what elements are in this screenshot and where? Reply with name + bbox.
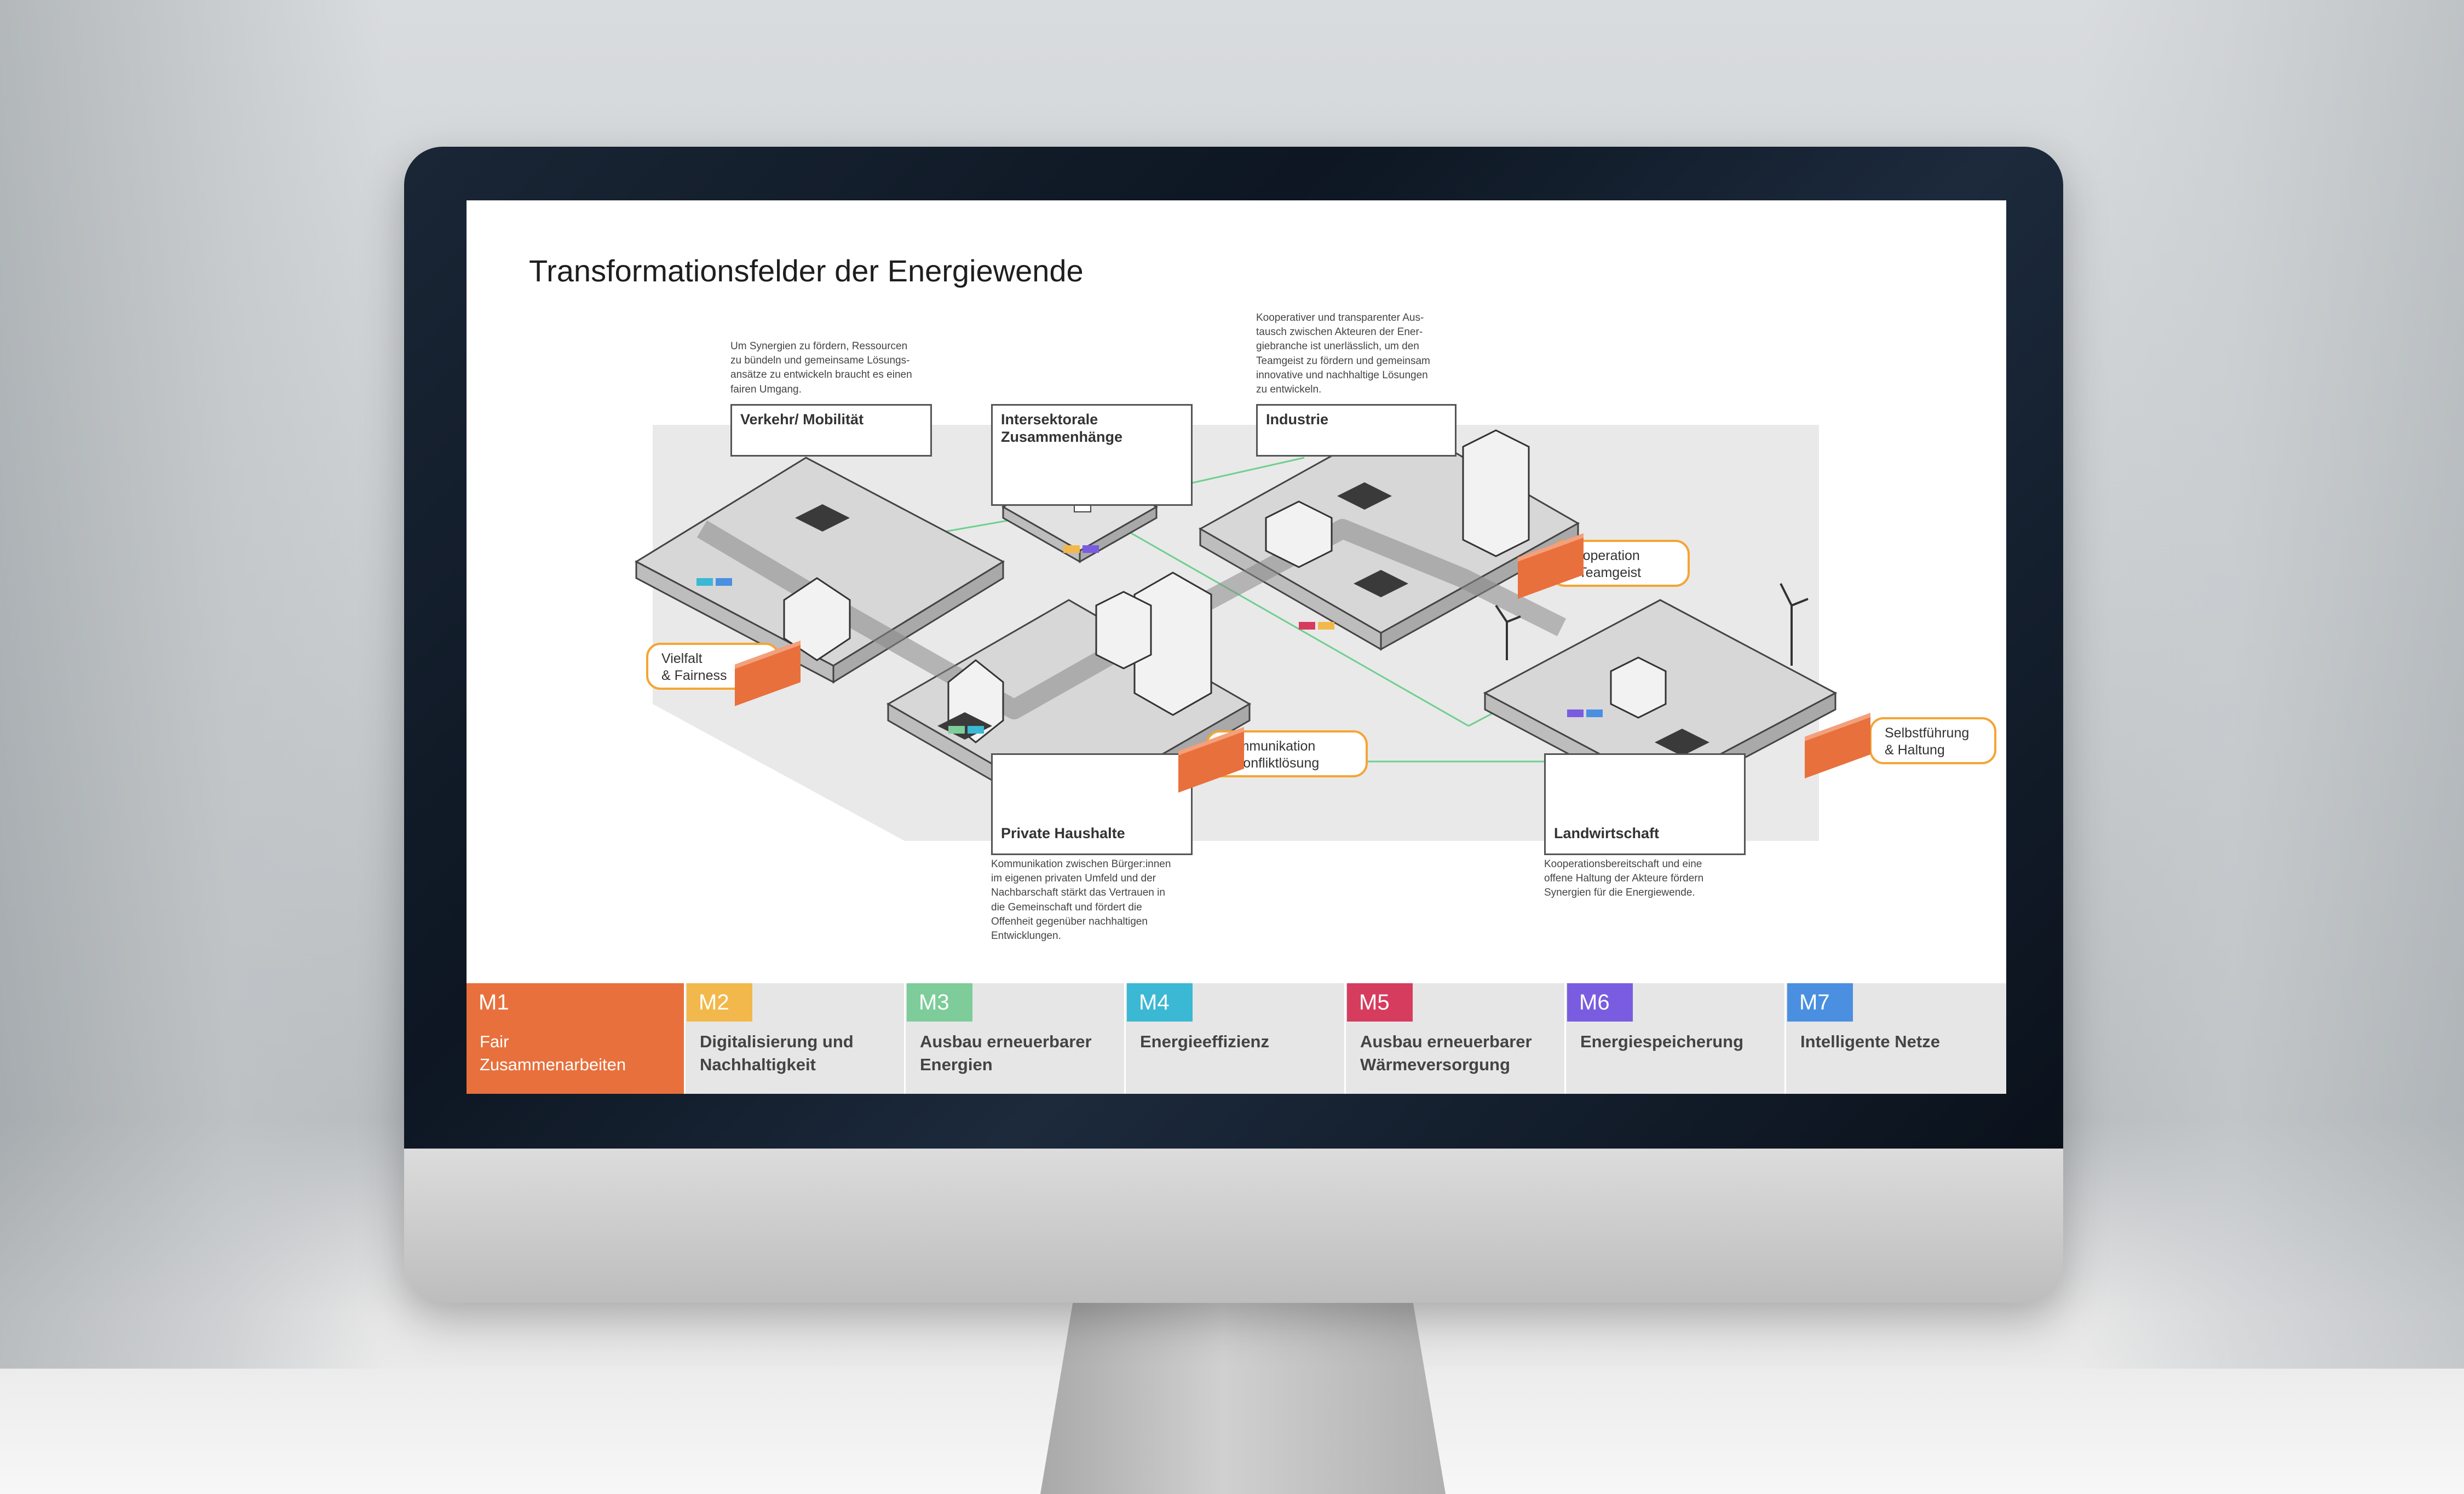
color-stripes [696,545,1603,734]
module-code-m5: M5 [1347,983,1413,1022]
module-label-m5: Ausbau erneuerbarer Wärmeversorgung [1360,1032,1532,1074]
module-bar: M1 Fair Zusammenarbeiten M2 Digitalisier… [467,983,2006,1094]
cityscape-illustration [634,418,1838,841]
module-code-m7: M7 [1787,983,1853,1022]
module-label-m1: Fair Zusammenarbeiten [480,1032,626,1074]
field-description-verkehr: Um Synergien zu fördern, Ressourcen zu b… [730,341,912,395]
module-m3[interactable]: M3 Ausbau erneuerbarer Energien [907,983,1126,1094]
field-description-landwirtschaft: Kooperationsbereitschaft und eine offene… [1544,858,1704,899]
field-label-haushalte: Private Haushalte [1001,825,1125,841]
module-m6[interactable]: M6 Energiespeicherung [1567,983,1786,1094]
module-m7[interactable]: M7 Intelligente Netze [1787,983,2006,1094]
module-label-m6: Energiespeicherung [1580,1032,1744,1051]
field-box-verkehr [730,404,932,457]
module-code-m1: M1 [467,983,532,1022]
field-label-intersektoral: Intersektorale Zusammenhänge [1001,411,1123,446]
module-code-m4: M4 [1127,983,1193,1022]
energy-transition-diagram: Verkehr/ Mobilität Um Synergien zu förde… [467,200,2006,983]
field-box-haushalte [991,753,1193,855]
module-code-m3: M3 [907,983,972,1022]
presentation-screen: Transformationsfelder der Energiewende [467,200,2006,1094]
field-label-verkehr: Verkehr/ Mobilität [740,411,864,428]
module-label-m3: Ausbau erneuerbarer Energien [920,1032,1092,1074]
module-m4[interactable]: M4 Energieeffizienz [1127,983,1346,1094]
module-code-m2: M2 [687,983,752,1022]
module-label-m7: Intelligente Netze [1800,1032,1940,1051]
module-m2[interactable]: M2 Digitalisierung und Nachhaltigkeit [687,983,906,1094]
buildings [783,429,1667,743]
monitor-stand [1040,1303,1446,1494]
background-left-blur [0,0,383,1494]
field-description-haushalte: Kommunikation zwischen Bürger:innen im e… [991,858,1171,942]
callout-selbstfuehrung-haltung: Selbstführung & Haltung [1869,717,1996,764]
background-right-blur [2081,0,2464,1494]
module-m1[interactable]: M1 Fair Zusammenarbeiten [467,983,686,1094]
module-m5[interactable]: M5 Ausbau erneuerbarer Wärmeversorgung [1347,983,1566,1094]
field-box-intersektoral [991,404,1193,506]
module-label-m2: Digitalisierung und Nachhaltigkeit [700,1032,854,1074]
module-code-m6: M6 [1567,983,1633,1022]
slide-title: Transformationsfelder der Energiewende [529,253,1084,288]
field-label-industrie: Industrie [1266,411,1329,428]
module-label-m4: Energieeffizienz [1140,1032,1269,1051]
field-box-landwirtschaft [1544,753,1746,855]
field-description-industrie: Kooperativer und transparenter Aus- taus… [1256,312,1430,396]
wind-turbines [1495,583,1809,666]
monitor-chin [404,1149,2063,1303]
field-box-industrie [1256,404,1456,457]
field-label-landwirtschaft: Landwirtschaft [1554,825,1660,841]
